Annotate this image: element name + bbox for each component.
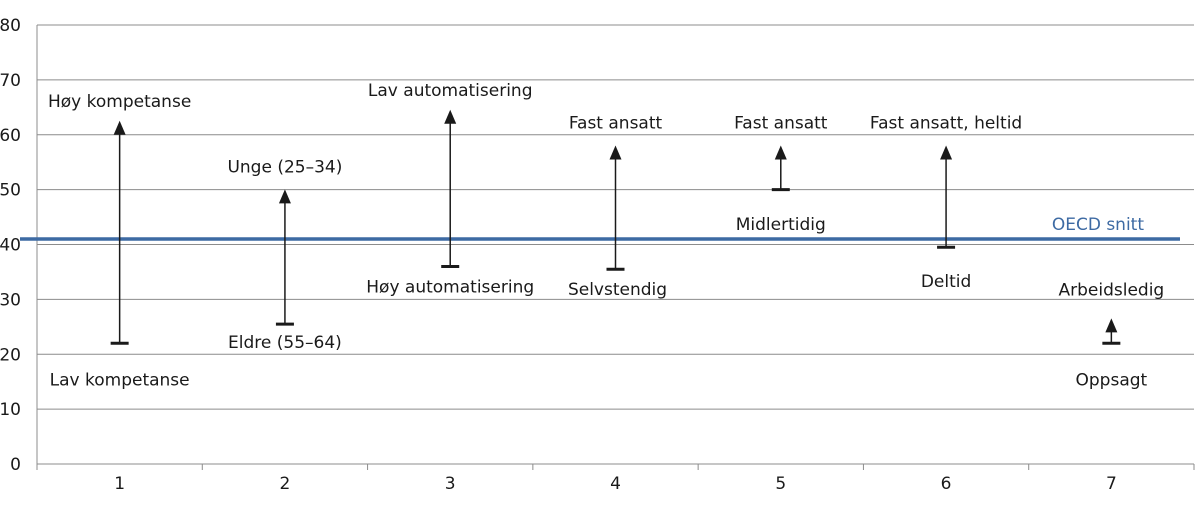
- y-tick-label: 40: [0, 236, 21, 256]
- x-tick-label: 2: [280, 474, 291, 494]
- arrow-to-label: Fast ansatt: [569, 113, 663, 133]
- arrow-to-label: Fast ansatt, heltid: [870, 113, 1022, 133]
- y-tick-label: 20: [0, 345, 21, 365]
- y-tick-label: 70: [0, 71, 21, 91]
- x-tick-label: 3: [445, 474, 456, 494]
- y-tick-label: 50: [0, 181, 21, 201]
- arrow-to-label: Unge (25–34): [227, 157, 342, 177]
- y-tick-label: 30: [0, 290, 21, 310]
- arrows: [110, 109, 1121, 345]
- arrow-from-label: Høy automatisering: [366, 277, 534, 297]
- arrow-from-label: Selvstendig: [568, 280, 667, 300]
- arrow-to-label: Fast ansatt: [734, 113, 828, 133]
- arrow-from-label: Deltid: [921, 272, 971, 292]
- axes: 0 10 20 30 40 50 60 70 80 1 2 3 4 5 6 7: [0, 16, 1195, 494]
- arrow-head: [113, 120, 126, 135]
- oecd-average-line: OECD snitt: [20, 215, 1180, 241]
- y-tick-label: 80: [0, 16, 21, 36]
- arrow-head: [278, 189, 291, 204]
- reference-line-label: OECD snitt: [1052, 215, 1145, 235]
- y-tick-label: 0: [10, 455, 21, 475]
- x-tick-label: 5: [775, 474, 786, 494]
- arrow-from-label: Lav kompetanse: [50, 370, 190, 390]
- arrow-from-label: Eldre (55–64): [228, 333, 342, 353]
- arrow-head: [444, 109, 457, 124]
- arrow-head: [774, 145, 787, 160]
- arrow-head: [940, 145, 953, 160]
- arrow-to-label: Arbeidsledig: [1058, 280, 1164, 300]
- arrow-head: [609, 145, 622, 160]
- arrow-to-label: Høy kompetanse: [48, 92, 191, 112]
- arrow-from-label: Midlertidig: [736, 215, 826, 235]
- arrow-head: [1105, 318, 1118, 333]
- x-tick-label: 1: [114, 474, 125, 494]
- x-tick-label: 7: [1106, 474, 1117, 494]
- y-tick-label: 60: [0, 126, 21, 146]
- arrow-to-label: Lav automatisering: [368, 81, 533, 101]
- x-tick-label: 6: [941, 474, 952, 494]
- y-tick-label: 10: [0, 400, 21, 420]
- arrow-from-label: Oppsagt: [1076, 370, 1148, 390]
- x-tick-label: 4: [610, 474, 621, 494]
